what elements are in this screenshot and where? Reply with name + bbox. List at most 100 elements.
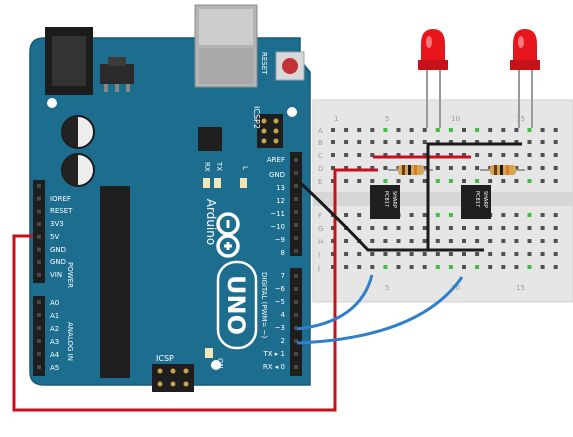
breadboard-hole	[475, 128, 480, 132]
digital-pin-6: ~6	[275, 285, 286, 293]
breadboard-hole	[383, 265, 388, 269]
icsp2-label: ICSP2	[252, 106, 261, 129]
breadboard-hole	[527, 213, 532, 217]
breadboard-hole	[344, 166, 349, 170]
breadboard-hole	[540, 226, 545, 230]
breadboard-hole	[370, 153, 375, 157]
breadboard-hole	[396, 153, 401, 157]
breadboard-hole	[488, 140, 493, 144]
breadboard-hole	[344, 153, 349, 157]
breadboard-hole	[475, 166, 480, 170]
header-pin	[37, 209, 41, 214]
breadboard-hole	[409, 128, 414, 132]
breadboard-hole	[448, 239, 453, 243]
breadboard-hole	[448, 213, 453, 217]
breadboard-hole	[370, 265, 375, 269]
breadboard-hole	[448, 226, 453, 230]
digital-pin-5: ~5	[275, 298, 285, 306]
breadboard-hole	[553, 128, 558, 132]
power-pin-gnd2: GND	[50, 258, 66, 266]
breadboard-hole	[514, 140, 519, 144]
wire-blue-pin3	[296, 274, 374, 331]
power-pin-5v: 5V	[50, 233, 59, 241]
breadboard-hole	[370, 179, 375, 183]
breadboard-hole	[527, 252, 532, 256]
breadboard-hole	[475, 265, 480, 269]
reset-label: RESET	[260, 52, 268, 75]
header-pin	[294, 158, 298, 162]
breadboard-hole	[422, 265, 427, 269]
col-number-10: 10	[451, 115, 460, 123]
reset-button[interactable]	[275, 51, 305, 81]
breadboard-hole	[331, 166, 335, 170]
header-pin	[294, 249, 298, 253]
header-pin	[37, 313, 41, 317]
breadboard-hole	[462, 226, 466, 230]
uno-logo: UNO	[216, 260, 258, 350]
row-letter-e: E	[318, 178, 322, 186]
breadboard-hole	[344, 252, 349, 256]
breadboard-hole	[383, 166, 388, 170]
digital-pin-13: 13	[276, 184, 285, 192]
breadboard-hole	[514, 128, 519, 132]
breadboard-hole	[448, 179, 453, 183]
breadboard-hole	[462, 140, 466, 144]
voltage-regulator	[100, 57, 134, 92]
col-number-bottom-5: 5	[385, 284, 389, 292]
breadboard-hole	[435, 153, 440, 157]
breadboard-hole	[409, 153, 414, 157]
digital-pin-12: 12	[276, 197, 285, 205]
breadboard-hole	[514, 213, 519, 217]
header-pin	[294, 274, 298, 278]
breadboard-hole	[344, 213, 349, 217]
breadboard-hole	[553, 153, 558, 157]
breadboard-hole	[475, 252, 480, 256]
digital-header-bottom	[290, 268, 302, 376]
header-pin	[294, 197, 298, 201]
wire-black-led	[385, 142, 522, 252]
breadboard-hole	[409, 140, 414, 144]
breadboard-hole	[409, 179, 414, 183]
mount-hole	[287, 107, 297, 117]
breadboard-hole	[344, 265, 349, 269]
microcontroller-chip	[100, 186, 130, 378]
header-pin	[37, 272, 41, 277]
breadboard-hole	[383, 153, 388, 157]
header-pin	[294, 236, 298, 240]
breadboard-hole	[527, 166, 532, 170]
header-pin	[37, 247, 41, 252]
breadboard-hole	[409, 213, 414, 217]
breadboard-hole	[462, 128, 466, 132]
analog-pin-a3: A3	[50, 338, 59, 346]
breadboard-hole	[462, 179, 466, 183]
breadboard-hole	[501, 265, 506, 269]
row-letter-b: B	[318, 139, 323, 147]
header-pin	[37, 339, 41, 343]
power-pin-labels: IOREF RESET 3V3 5V GND GND VIN	[50, 195, 73, 279]
breadboard-hole	[422, 153, 427, 157]
header-pins	[37, 158, 298, 369]
icsp2-header	[257, 114, 283, 148]
header-pin	[294, 300, 298, 304]
chip2-brand: SHARP	[482, 191, 488, 208]
header-pin	[294, 184, 298, 188]
breadboard-hole	[435, 213, 440, 217]
header-pin	[294, 352, 298, 356]
row-letter-d: D	[318, 165, 323, 173]
digital-pin-9: ~9	[275, 236, 285, 244]
capacitor	[61, 115, 95, 149]
breadboard-hole	[553, 252, 558, 256]
breadboard-hole	[396, 239, 401, 243]
breadboard-hole	[527, 128, 532, 132]
breadboard-hole	[435, 179, 440, 183]
breadboard-hole	[488, 252, 493, 256]
breadboard-hole	[435, 166, 440, 170]
tx-led	[214, 178, 221, 188]
header-pin	[37, 365, 41, 369]
digital-header-top	[290, 152, 302, 256]
breadboard-hole	[488, 265, 493, 269]
breadboard-hole	[527, 226, 532, 230]
breadboard-hole	[448, 128, 453, 132]
breadboard-hole	[357, 213, 362, 217]
